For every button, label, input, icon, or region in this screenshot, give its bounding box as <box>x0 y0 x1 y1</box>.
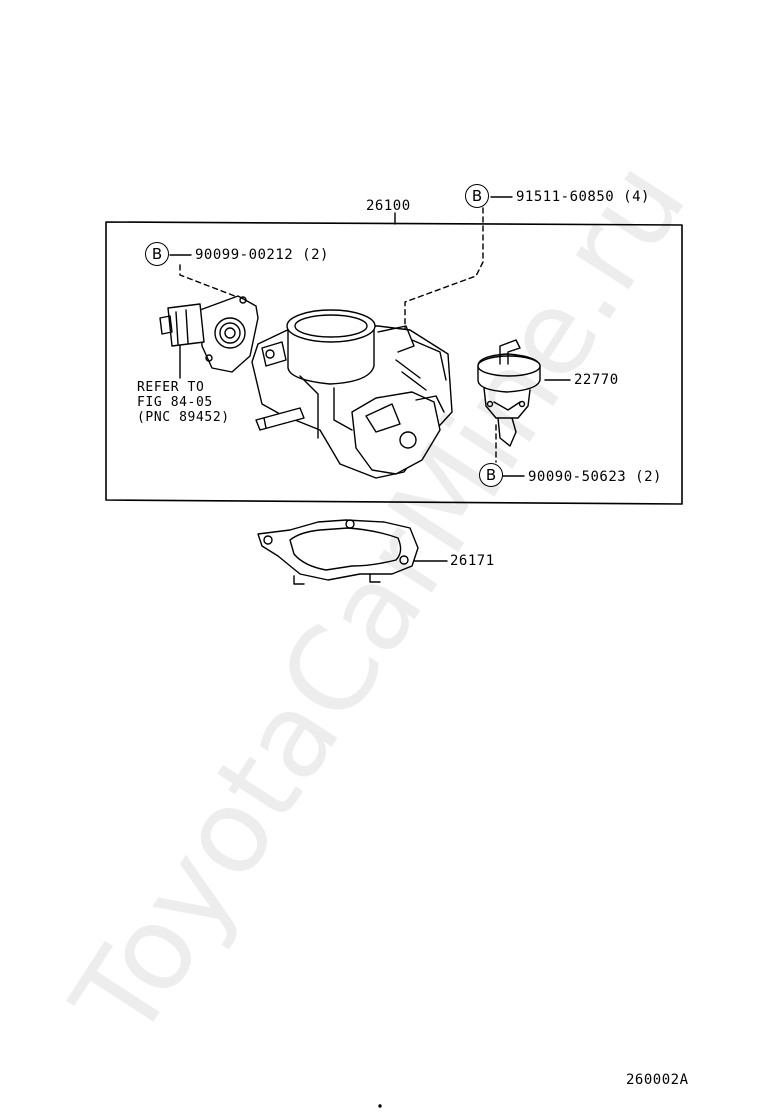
gasket-26171 <box>257 519 419 585</box>
throttle-body <box>251 309 453 479</box>
callout-b-top-left: B <box>145 242 169 266</box>
label-gasket: 26171 <box>450 553 495 569</box>
dashed-leader-top-left-screw <box>179 264 241 299</box>
assembly-frame <box>105 221 683 505</box>
dashed-leader-top-right-bolt <box>404 207 484 361</box>
scan-dot <box>378 1104 382 1108</box>
callout-b-top-right: B <box>465 184 489 208</box>
label-bolt-bottom-right: 90090-50623 (2) <box>528 469 662 485</box>
refer-note-line2: FIG 84-05 <box>137 395 213 410</box>
label-main-part: 26100 <box>366 198 411 214</box>
vsv-22770 <box>477 339 541 447</box>
refer-note-line1: REFER TO <box>137 380 205 395</box>
refer-note-line3: (PNC 89452) <box>137 410 230 425</box>
drawing-code: 260002A <box>626 1072 689 1088</box>
callout-b-bottom-right: B <box>479 463 503 487</box>
label-screw-top-left: 90099-00212 (2) <box>195 247 329 263</box>
label-bolt-top-right: 91511-60850 (4) <box>516 189 650 205</box>
throttle-position-sensor <box>159 295 259 373</box>
label-part-vsv: 22770 <box>574 372 619 388</box>
